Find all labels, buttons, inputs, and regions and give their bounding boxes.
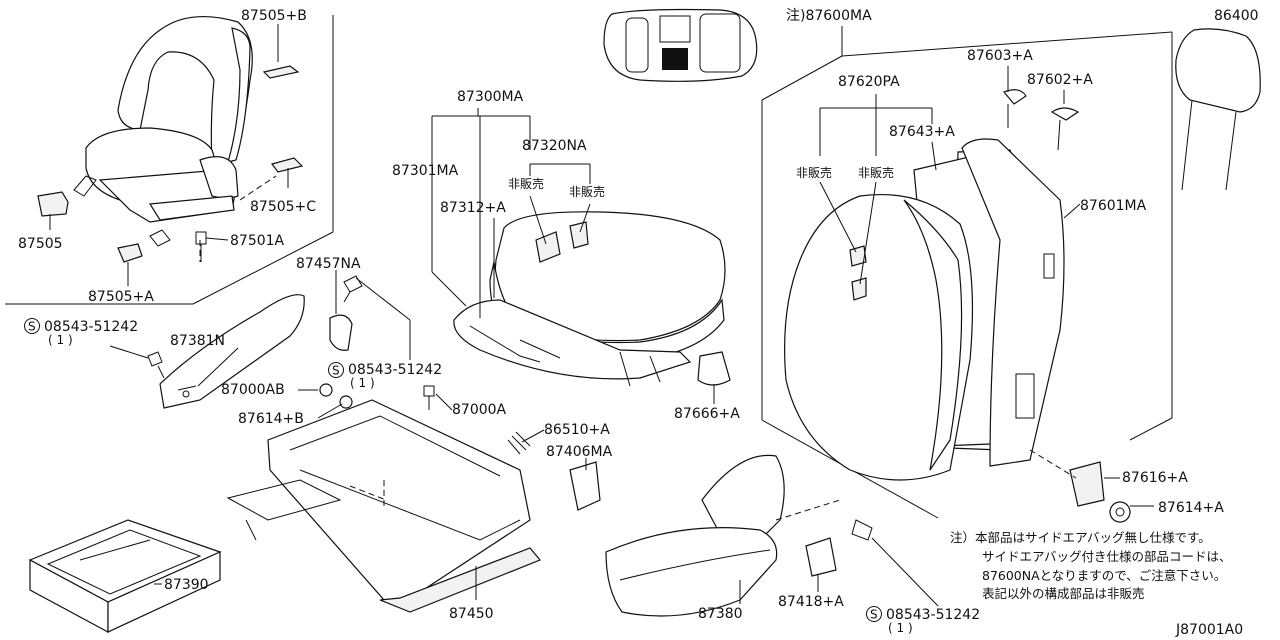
leaders-adjuster <box>109 270 587 600</box>
label-08543-c-qty: ( 1 ) <box>888 621 913 635</box>
tag-nonsale-4 <box>851 277 867 301</box>
leaders-seatback <box>819 66 1154 507</box>
label-87603A: 87603+A <box>967 48 1033 64</box>
label-87602A: 87602+A <box>1027 72 1093 88</box>
guide-87602A <box>1050 107 1080 121</box>
clip-87418A <box>805 537 837 577</box>
seat-knob-87505A <box>117 243 143 263</box>
note-line-3: 87600NAとなりますので、ご注意下さい。 <box>982 568 1226 583</box>
label-87505: 87505 <box>18 236 63 252</box>
cushion-assembly-illustration <box>453 211 726 387</box>
screw-symbol-icon <box>328 362 344 378</box>
label-87000AB: 87000AB <box>221 382 285 398</box>
svg-text:S: S <box>28 320 36 334</box>
label-87390: 87390 <box>164 577 209 593</box>
label-87601MA: 87601MA <box>1080 198 1147 214</box>
cover-87666A <box>697 351 731 386</box>
label-87505C: 87505+C <box>250 199 316 215</box>
label-08543-b-qty: ( 1 ) <box>350 376 375 390</box>
headrest-86400 <box>1175 28 1261 113</box>
tray-illustration <box>28 519 222 634</box>
seat-knob-87505 <box>37 191 69 217</box>
side-cover-illustration <box>605 351 873 617</box>
note-line-2: サイドエアバッグ付き仕様の部品コードは、 <box>982 549 1232 564</box>
footnote: 注）本部品はサイドエアバッグ無し仕様です。 サイドエアバッグ付き仕様の部品コード… <box>950 530 1232 601</box>
cover-87505B <box>262 65 300 79</box>
label-87381N: 87381N <box>170 333 225 349</box>
label-87320NA: 87320NA <box>522 138 587 154</box>
label-87505B: 87505+B <box>241 8 307 24</box>
link-87381N <box>159 294 305 409</box>
car-top-view <box>603 8 758 82</box>
nut-87000AB <box>319 383 333 397</box>
svg-text:S: S <box>332 364 340 378</box>
seatback-illustration <box>784 28 1261 523</box>
label-08543-a-qty: ( 1 ) <box>48 333 73 347</box>
label-08543-c: 08543-51242 <box>886 607 980 623</box>
label-87600MA: 注)87600MA <box>786 8 872 24</box>
leaders-side <box>713 384 939 607</box>
guide-87603A <box>1002 89 1027 105</box>
label-nonsale-3: 非販売 <box>796 165 832 180</box>
label-nonsale-1: 非販売 <box>508 176 544 191</box>
note-line-4: 表記以外の構成部品は非販売 <box>982 586 1145 601</box>
screw-symbol-icon <box>866 606 882 622</box>
highlighted-seat-position <box>662 48 688 70</box>
label-87616A: 87616+A <box>1122 470 1188 486</box>
label-87643A: 87643+A <box>889 124 955 140</box>
tag-nonsale-3 <box>849 245 867 267</box>
seat-adjuster-illustration <box>147 275 601 613</box>
cover-87616A <box>1069 461 1105 507</box>
label-87406MA: 87406MA <box>546 444 613 460</box>
whole-seat-frame <box>5 15 334 305</box>
label-86400: 86400 <box>1214 8 1259 24</box>
label-08543-a: 08543-51242 <box>44 319 138 335</box>
leaders-cushion <box>431 108 591 318</box>
label-nonsale-2: 非販売 <box>569 184 605 199</box>
label-87501A: 87501A <box>230 233 285 249</box>
label-87312A: 87312+A <box>440 200 506 216</box>
label-87300MA: 87300MA <box>457 89 524 105</box>
bracket-87406MA <box>569 461 601 511</box>
diagram-code: J87001A0 <box>1175 622 1243 638</box>
label-87666A: 87666+A <box>674 406 740 422</box>
label-87620PA: 87620PA <box>838 74 900 90</box>
svg-text:S: S <box>870 608 878 622</box>
bracket-87457NA <box>329 314 353 351</box>
leaders-whole-seat <box>49 24 289 286</box>
label-87450: 87450 <box>449 606 494 622</box>
label-87418A: 87418+A <box>778 594 844 610</box>
label-87614B: 87614+B <box>238 411 304 427</box>
label-08543-b: 08543-51242 <box>348 362 442 378</box>
cap-87614B <box>339 395 353 409</box>
cap-87614A <box>1109 501 1131 523</box>
label-87380: 87380 <box>698 606 743 622</box>
label-87505A: 87505+A <box>88 289 154 305</box>
complete-seat-illustration <box>37 15 304 263</box>
label-nonsale-4: 非販売 <box>858 165 894 180</box>
tag-nonsale-1 <box>535 231 561 263</box>
seatback-frame-box <box>761 26 1173 519</box>
tag-nonsale-2 <box>569 221 589 249</box>
label-86510A: 86510+A <box>544 422 610 438</box>
note-line-1: 注）本部品はサイドエアバッグ無し仕様です。 <box>950 530 1211 545</box>
label-87614A: 87614+A <box>1158 500 1224 516</box>
label-87000A: 87000A <box>452 402 507 418</box>
cover-87505C <box>270 157 304 173</box>
label-87457NA: 87457NA <box>296 256 361 272</box>
screw-symbol-icon <box>24 318 40 334</box>
part-labels: 87505+B 87505+C 87505 87501A 87505+A 874… <box>18 8 1259 635</box>
label-87301MA: 87301MA <box>392 163 459 179</box>
